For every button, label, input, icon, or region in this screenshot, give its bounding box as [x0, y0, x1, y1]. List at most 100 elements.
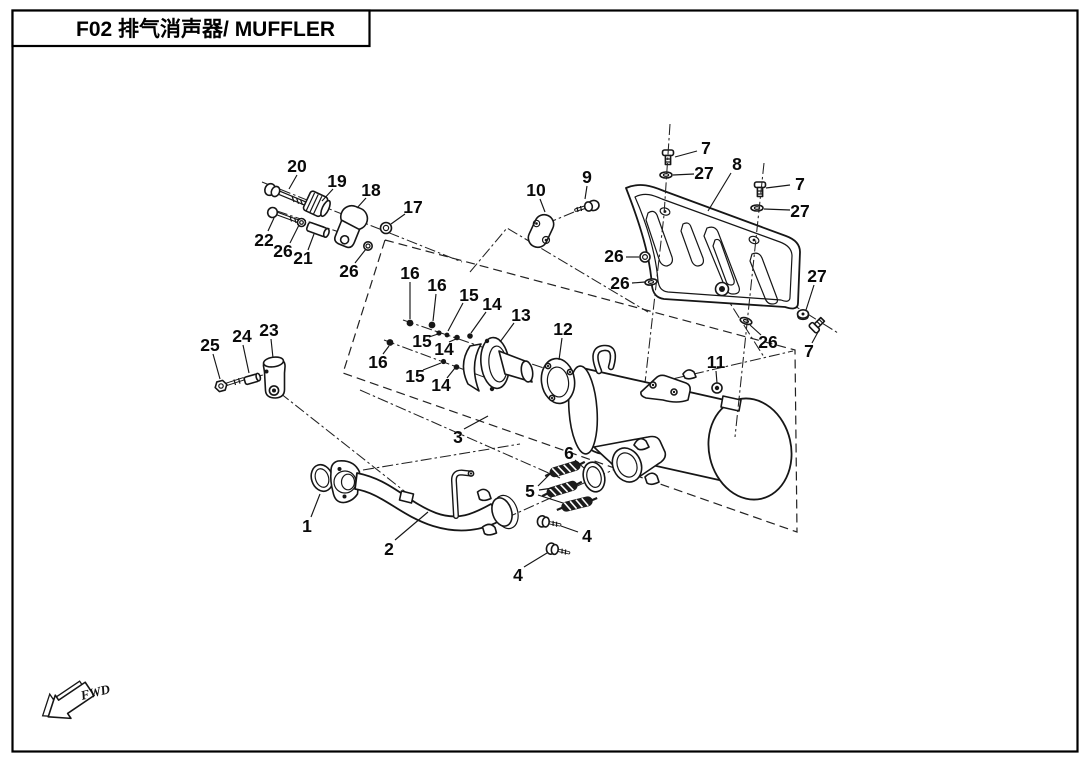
muffler-body: [567, 344, 793, 501]
callout-label-10: 10: [526, 180, 546, 200]
callout-leader-line: [574, 459, 585, 469]
callout-label-26: 26: [610, 273, 630, 293]
washer-27: [750, 204, 764, 212]
construction-lines: [227, 181, 839, 533]
callout-leader-line: [432, 293, 437, 322]
fwd-arrow-shape: [47, 681, 95, 720]
shield-fasteners: [639, 149, 828, 335]
shield-hole: [748, 235, 760, 245]
callout-label-7: 7: [795, 174, 805, 194]
callout-leader-line: [537, 494, 564, 504]
bushing-19: [302, 190, 331, 218]
hanger-link-group: [527, 199, 600, 249]
callout-leader-line: [356, 197, 367, 209]
mount-cluster: [264, 182, 393, 252]
spring-hook-tab: [633, 437, 650, 451]
callout-leader-line: [354, 248, 367, 264]
callout-leader-line: [805, 284, 815, 311]
callout-label-14: 14: [431, 375, 451, 395]
callout-label-1: 1: [302, 516, 312, 536]
callout-leader-line: [631, 281, 646, 284]
pipe-flare: [491, 497, 513, 527]
callout-label-4: 4: [513, 565, 523, 585]
callout-label-20: 20: [287, 156, 307, 176]
callout-label-26: 26: [604, 246, 624, 266]
callout-label-19: 19: [327, 171, 347, 191]
callout-leader-line: [390, 213, 406, 225]
callout-label-22: 22: [254, 230, 274, 250]
pipe-tab: [398, 490, 415, 504]
callout-leader-line: [267, 217, 275, 232]
callout-label-12: 12: [553, 319, 573, 339]
spring-5: [554, 492, 600, 516]
callout-label-17: 17: [403, 197, 422, 217]
page-title: F02 排气消声器/ MUFFLER: [76, 17, 335, 41]
title-box: F02 排气消声器/ MUFFLER: [11, 9, 371, 48]
spring-hook-tab: [481, 523, 498, 536]
nut-16: [386, 339, 394, 346]
callout-leader-line: [447, 302, 464, 332]
callout-leader-line: [242, 344, 250, 374]
joint-hardware: [535, 456, 606, 559]
callout-leader-line: [212, 353, 221, 380]
callouts-layer: 1234456777891011121314141415151516161617…: [200, 138, 826, 585]
callout-leader-line: [310, 493, 321, 518]
muffler-mount-bracket: [640, 374, 691, 403]
washer-15: [440, 358, 447, 365]
nut-16: [428, 321, 436, 329]
nut-17: [379, 221, 393, 235]
heat-shield: [625, 184, 801, 310]
callout-label-5: 5: [525, 481, 535, 501]
bracket-cluster: [214, 356, 286, 399]
bolt-20: [264, 182, 307, 206]
callout-label-9: 9: [582, 167, 592, 187]
muffler-front-rim: [567, 365, 599, 455]
shield-slot: [645, 210, 674, 267]
washer-26: [296, 217, 307, 228]
callout-leader-line: [672, 173, 695, 176]
clamp-18: [333, 204, 369, 249]
fwd-arrow: FWD: [41, 680, 112, 720]
callout-label-2: 2: [384, 539, 394, 559]
callout-label-26: 26: [339, 261, 359, 281]
nut-27: [796, 308, 810, 321]
callout-label-11: 11: [707, 352, 726, 372]
spring-hook-tab: [644, 472, 660, 486]
callout-label-27: 27: [694, 163, 713, 183]
washer-15: [444, 332, 450, 338]
callout-label-6: 6: [564, 443, 574, 463]
callout-leader-line: [382, 345, 390, 355]
spacer-21: [305, 221, 330, 239]
spring-hook-tab: [682, 369, 697, 380]
spring-hook-tab: [476, 488, 492, 502]
shield-hole: [659, 207, 671, 216]
callout-leader-line: [558, 337, 563, 361]
center-axes-overlay: [644, 123, 765, 438]
washer-26: [362, 241, 373, 252]
nut-16: [406, 319, 414, 327]
callout-leader-line: [288, 174, 298, 190]
stud-plate: [720, 395, 742, 412]
assembly-boundary-box: [342, 239, 798, 533]
callout-leader-line: [448, 338, 457, 343]
callout-label-16: 16: [400, 263, 420, 283]
callout-leader-line: [463, 415, 489, 430]
front-pipe-flanges: [462, 336, 576, 405]
callout-leader-line: [523, 552, 548, 568]
bolt-4: [544, 540, 572, 559]
callout-leader-line: [428, 333, 439, 338]
callout-leader-line: [765, 184, 791, 189]
callout-leader-line: [289, 224, 300, 244]
callout-leader-line: [707, 172, 732, 212]
washer-26: [738, 315, 754, 327]
callout-label-15: 15: [459, 285, 479, 305]
shield-slot: [749, 252, 779, 305]
callout-label-7: 7: [804, 341, 814, 361]
fwd-label: FWD: [78, 681, 112, 703]
callout-label-25: 25: [200, 335, 220, 355]
callout-label-16: 16: [427, 275, 447, 295]
callout-leader-line: [674, 150, 698, 158]
bolt-9: [574, 199, 600, 213]
